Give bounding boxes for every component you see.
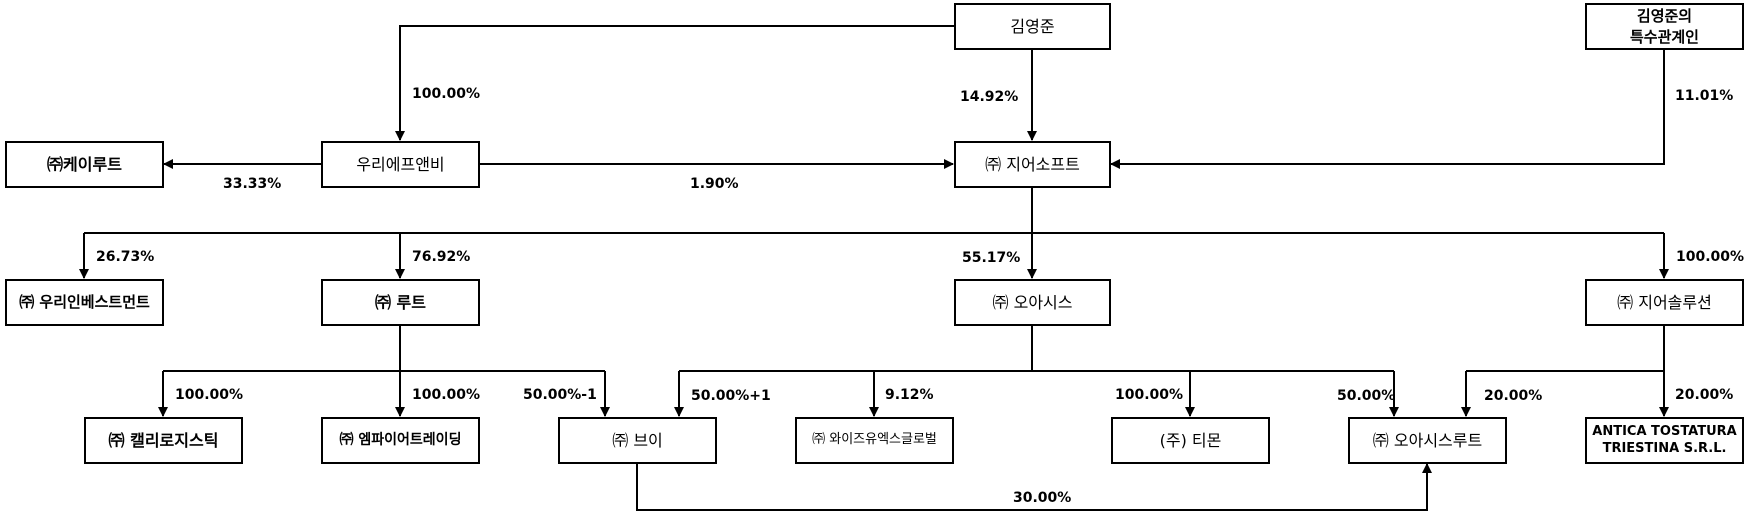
node-keiroot: ㈜케이루트 bbox=[5, 141, 164, 188]
node-label-line1: ANTICA TOSTATURA bbox=[1592, 423, 1737, 439]
node-woorifnb: 우리에프앤비 bbox=[321, 141, 480, 188]
node-antica: ANTICA TOSTATURA TRIESTINA S.R.L. bbox=[1585, 417, 1744, 464]
pct-oasis-oasisroot: 50.00% bbox=[1337, 388, 1396, 404]
pct-jiersolution-oasisroot: 20.00% bbox=[1484, 388, 1543, 404]
node-label: ㈜ 지어소프트 bbox=[985, 154, 1080, 174]
node-label: ㈜ 우리인베스트먼트 bbox=[19, 293, 150, 312]
edge-kim-woorifnb bbox=[395, 25, 954, 141]
pct-v-oasisroot: 30.00% bbox=[1013, 490, 1072, 506]
node-wooriinvest: ㈜ 우리인베스트먼트 bbox=[5, 279, 164, 326]
node-label: ㈜ 캘리로지스틱 bbox=[108, 430, 219, 450]
node-label: 김영준 bbox=[1010, 16, 1055, 36]
node-label: ㈜ 루트 bbox=[374, 292, 426, 312]
node-callylogistic: ㈜ 캘리로지스틱 bbox=[84, 417, 243, 464]
node-label: (주) 티몬 bbox=[1159, 430, 1222, 450]
node-label: ㈜ 오아시스루트 bbox=[1372, 430, 1483, 450]
pct-kim-woorifnb: 100.00% bbox=[412, 86, 481, 102]
node-tmon: (주) 티몬 bbox=[1111, 417, 1270, 464]
pct-jiersoft-jiersolution: 100.00% bbox=[1676, 249, 1745, 265]
node-label: ㈜ 오아시스 bbox=[992, 292, 1073, 312]
node-label: ㈜ 지어솔루션 bbox=[1617, 292, 1712, 312]
node-label: ㈜케이루트 bbox=[47, 154, 122, 174]
node-oasisroot: ㈜ 오아시스루트 bbox=[1348, 417, 1507, 464]
pct-oasis-v: 50.00%+1 bbox=[691, 388, 771, 404]
pct-woorifnb-jiersoft: 1.90% bbox=[690, 176, 739, 192]
node-v: ㈜ 브이 bbox=[558, 417, 717, 464]
pct-jiersolution-antica: 20.00% bbox=[1675, 387, 1734, 403]
node-kim-related-parties: 김영준의 특수관계인 bbox=[1585, 3, 1744, 50]
node-label: ㈜ 브이 bbox=[612, 430, 663, 450]
node-label: ㈜ 엠파이어트레이딩 bbox=[339, 431, 462, 448]
pct-kim-jiersoft: 14.92% bbox=[960, 89, 1019, 105]
node-empiretrading: ㈜ 엠파이어트레이딩 bbox=[321, 417, 480, 464]
pct-oasis-tmon: 100.00% bbox=[1115, 387, 1184, 403]
node-root: ㈜ 루트 bbox=[321, 279, 480, 326]
pct-root-empiretrading: 100.00% bbox=[412, 387, 481, 403]
pct-oasis-wiseux: 9.12% bbox=[885, 387, 934, 403]
pct-root-v: 50.00%-1 bbox=[523, 387, 597, 403]
node-kim-youngjun: 김영준 bbox=[954, 3, 1111, 50]
node-label: ㈜ 와이즈유엑스글로벌 bbox=[812, 432, 937, 448]
node-label-line2: 특수관계인 bbox=[1629, 27, 1699, 46]
edge-related-jiersoft bbox=[1110, 49, 1665, 169]
pct-related-jiersoft: 11.01% bbox=[1675, 88, 1734, 104]
pct-woorifnb-keiroot: 33.33% bbox=[223, 176, 282, 192]
node-jiersolution: ㈜ 지어솔루션 bbox=[1585, 279, 1744, 326]
edge-v-oasisroot bbox=[636, 463, 1432, 511]
node-label-line1: 김영준의 bbox=[1636, 7, 1693, 26]
node-label-line2: TRIESTINA S.R.L. bbox=[1602, 440, 1727, 456]
pct-jiersoft-root: 76.92% bbox=[412, 249, 471, 265]
node-oasis: ㈜ 오아시스 bbox=[954, 279, 1111, 326]
node-label: 우리에프앤비 bbox=[356, 154, 445, 174]
node-wiseux: ㈜ 와이즈유엑스글로벌 bbox=[795, 417, 954, 464]
node-jiersoft: ㈜ 지어소프트 bbox=[954, 141, 1111, 188]
pct-jiersoft-wooriinvest: 26.73% bbox=[96, 249, 155, 265]
pct-jiersoft-oasis: 55.17% bbox=[962, 250, 1021, 266]
pct-root-callylogistic: 100.00% bbox=[175, 387, 244, 403]
